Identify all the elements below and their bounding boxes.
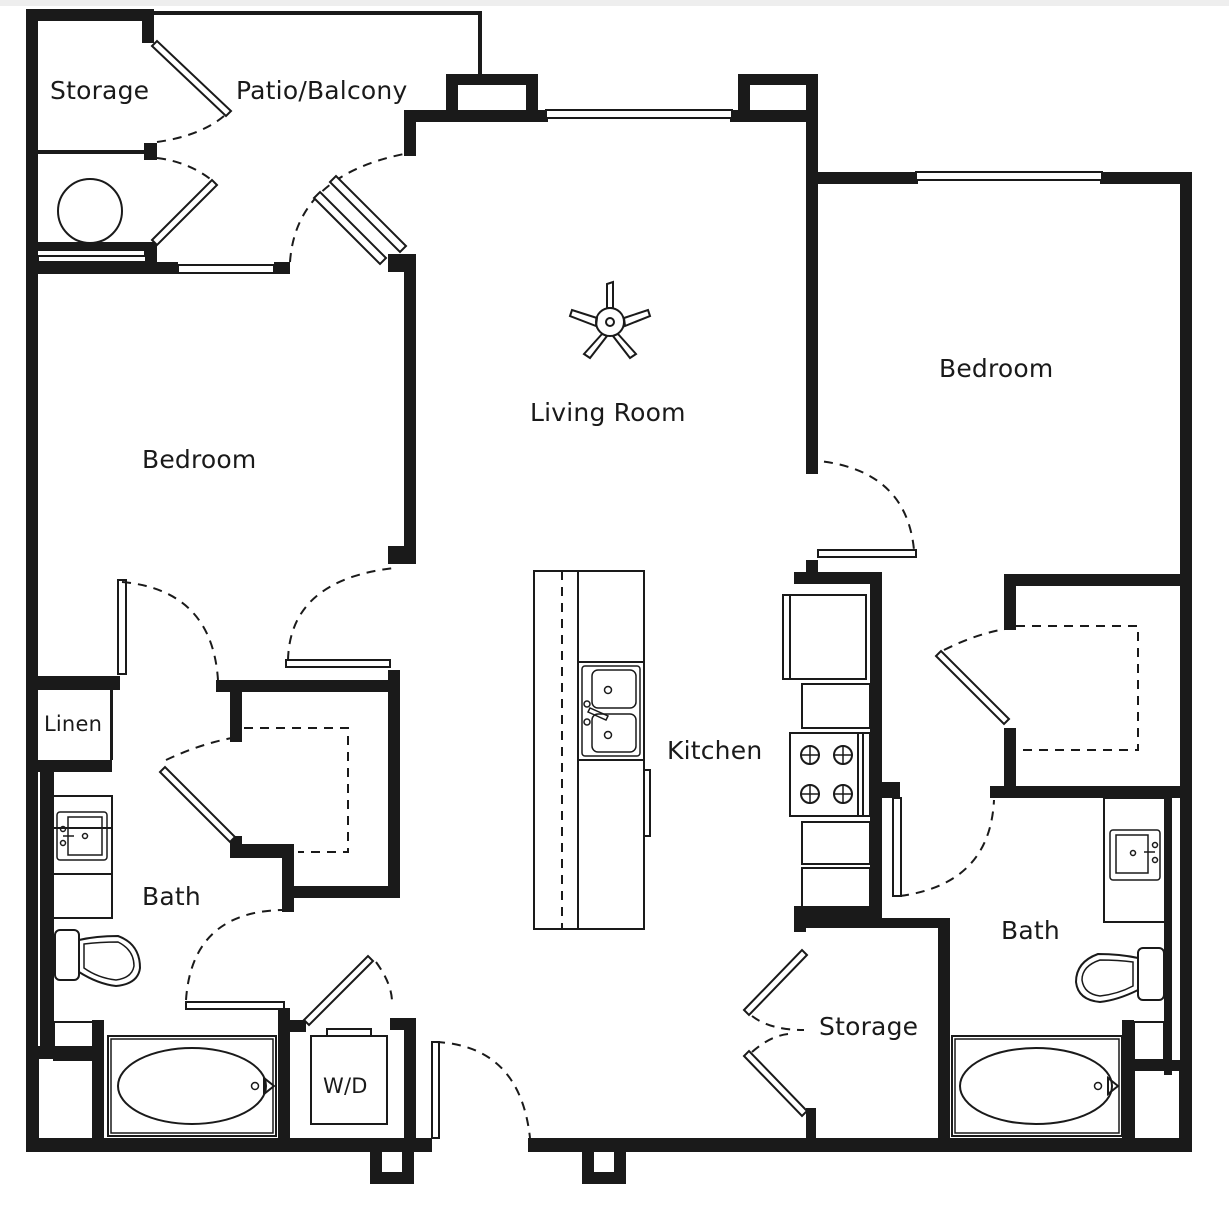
- room-label-bedroom-left: Bedroom: [142, 445, 257, 474]
- room-label-linen: Linen: [44, 712, 103, 736]
- kitchen-counter: [801, 683, 871, 909]
- water-heater-icon: [57, 178, 123, 244]
- room-label-bath-right: Bath: [1001, 916, 1060, 945]
- room-label-washer-dryer: W/D: [323, 1074, 368, 1098]
- washer-dryer-icon: [310, 1028, 388, 1125]
- kitchen-island: [533, 570, 651, 930]
- toilet-left-icon: [54, 929, 142, 988]
- room-label-bath-left: Bath: [142, 882, 201, 911]
- bathtub-right-icon: [951, 1035, 1123, 1137]
- room-label-kitchen: Kitchen: [667, 736, 763, 765]
- ceiling-fan-icon: [568, 280, 652, 360]
- right-bath-linen-box: [1133, 1021, 1181, 1141]
- vanity-sink-left-icon: [51, 795, 113, 919]
- room-label-storage-top: Storage: [50, 76, 150, 105]
- refrigerator-icon: [782, 594, 867, 680]
- room-label-living-room: Living Room: [530, 398, 686, 427]
- windows: [37, 109, 1103, 274]
- range-icon: [789, 732, 871, 817]
- room-label-bedroom-right: Bedroom: [939, 354, 1054, 383]
- doors: [110, 39, 1139, 1139]
- toilet-right-icon: [1074, 947, 1165, 1004]
- top-edge-strip: [0, 0, 1229, 6]
- room-label-storage-bottom: Storage: [819, 1012, 919, 1041]
- left-bath-linen-box: [37, 1021, 95, 1141]
- vanity-sink-right-icon: [1103, 797, 1167, 923]
- bathtub-left-icon: [107, 1035, 277, 1137]
- walls: [26, 9, 1192, 1184]
- room-label-patio-balcony: Patio/Balcony: [236, 76, 408, 105]
